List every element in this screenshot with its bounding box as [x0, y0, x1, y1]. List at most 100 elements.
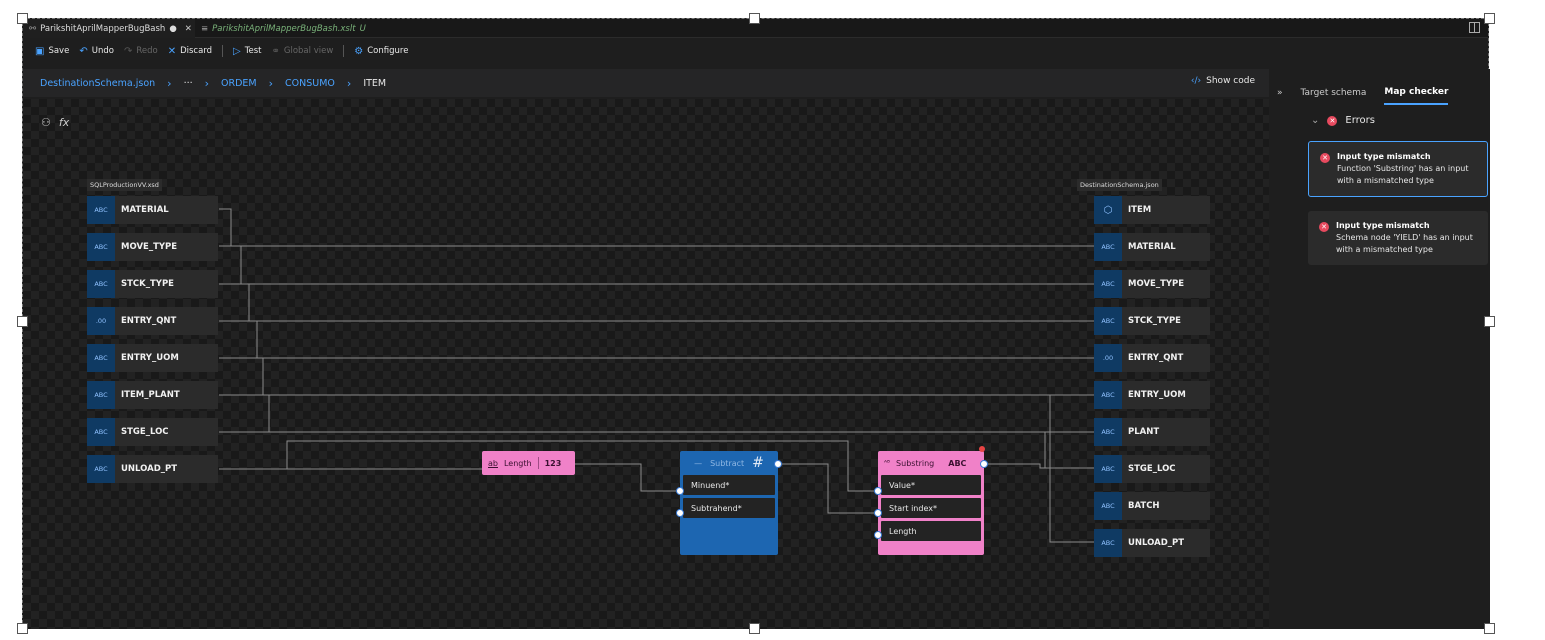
split-editor-icon[interactable]	[1469, 22, 1480, 33]
error-icon: ✕	[1319, 222, 1329, 232]
error-message: Schema node 'YIELD' has an input with a …	[1336, 233, 1473, 254]
tab-bar: ⚯ ParikshitAprilMapperBugBash ● ✕ ≡ Pari…	[23, 19, 1488, 38]
map-checker-panel: » Target schema Map checker ⌄ ✕ Errors ✕…	[1269, 69, 1490, 629]
show-code-button[interactable]: ‹/› Show code	[1191, 76, 1255, 86]
type-badge: ABC	[87, 455, 115, 483]
test-label: Test	[244, 46, 262, 56]
tab-mapper[interactable]: ⚯ ParikshitAprilMapperBugBash ● ✕	[23, 19, 195, 38]
errors-label: Errors	[1345, 115, 1375, 126]
breadcrumb-overflow[interactable]: ···	[183, 77, 193, 89]
type-badge: ABC	[1094, 492, 1122, 520]
resize-handle[interactable]	[749, 623, 760, 634]
type-badge: ABC	[1094, 381, 1122, 409]
redo-icon: ↷	[123, 45, 133, 57]
error-card[interactable]: ✕ Input type mismatch Function 'Substrin…	[1308, 141, 1488, 197]
close-icon[interactable]: ✕	[184, 23, 192, 34]
input-port[interactable]: Value*	[881, 475, 981, 495]
test-button[interactable]: ▷Test	[233, 46, 261, 57]
function-header: — Subtract #	[680, 451, 778, 475]
show-code-label: Show code	[1206, 76, 1255, 86]
tab-label: ParikshitAprilMapperBugBash.xslt	[212, 23, 356, 34]
schema-icon[interactable]: ⚇	[41, 116, 51, 129]
resize-handle[interactable]	[17, 13, 28, 24]
input-handle[interactable]	[874, 531, 882, 539]
type-badge: .00	[1094, 344, 1122, 372]
input-port[interactable]: Length	[881, 521, 981, 541]
code-icon: ‹/›	[1190, 76, 1202, 86]
type-badge: ABC	[1094, 307, 1122, 335]
input-handle[interactable]	[676, 509, 684, 517]
wire	[219, 357, 1094, 396]
save-button[interactable]: ▣Save	[35, 46, 69, 57]
error-card[interactable]: ✕ Input type mismatch Schema node 'YIELD…	[1308, 211, 1488, 265]
object-icon: ⬡	[1094, 196, 1122, 224]
wire	[219, 283, 1094, 322]
breadcrumb: DestinationSchema.json › ··· › ORDEM › C…	[23, 69, 1269, 97]
resize-handle[interactable]	[1484, 316, 1495, 327]
node-label: MOVE_TYPE	[1128, 279, 1185, 289]
input-port[interactable]: Subtrahend*	[683, 498, 775, 518]
output-handle[interactable]	[980, 460, 988, 468]
resize-handle[interactable]	[1484, 13, 1495, 24]
function-icon[interactable]: fx	[58, 116, 70, 129]
node-label: STGE_LOC	[1128, 464, 1176, 474]
wire	[219, 394, 1094, 433]
global-view-button[interactable]: ⚭Global view	[272, 46, 334, 57]
resize-handle[interactable]	[1484, 623, 1495, 634]
discard-button[interactable]: ✕Discard	[168, 46, 212, 57]
node-label: MOVE_TYPE	[121, 242, 178, 252]
errors-section-header[interactable]: ⌄ ✕ Errors	[1311, 115, 1375, 126]
node-label: ENTRY_UOM	[121, 353, 179, 363]
configure-button[interactable]: ⚙Configure	[354, 46, 408, 57]
tab-map-checker[interactable]: Map checker	[1384, 87, 1449, 105]
output-type: 123	[544, 458, 562, 468]
chevron-right-icon: ›	[268, 76, 274, 90]
output-handle[interactable]	[774, 460, 782, 468]
discard-label: Discard	[180, 46, 213, 56]
collapse-panel-icon[interactable]: »	[1277, 88, 1283, 98]
tab-xslt[interactable]: ≡ ParikshitAprilMapperBugBash.xslt U	[195, 19, 372, 38]
input-handle[interactable]	[676, 487, 684, 495]
redo-button[interactable]: ↷Redo	[124, 46, 158, 57]
undo-button[interactable]: ↶Undo	[79, 46, 114, 57]
node-label: ITEM	[1128, 205, 1152, 215]
breadcrumb-item[interactable]: CONSUMO	[285, 77, 335, 89]
input-handle[interactable]	[874, 509, 882, 517]
resize-handle[interactable]	[17, 623, 28, 634]
tab-target-schema[interactable]: Target schema	[1300, 88, 1367, 98]
input-port[interactable]: Start index*	[881, 498, 981, 518]
resize-handle[interactable]	[749, 13, 760, 24]
resize-handle[interactable]	[17, 316, 28, 327]
function-length[interactable]: ab Length 123	[482, 451, 575, 475]
target-root-node[interactable]: ⬡ ITEM	[1094, 196, 1210, 224]
input-port[interactable]: Minuend*	[683, 475, 775, 495]
input-handle[interactable]	[874, 487, 882, 495]
function-subtract[interactable]: — Subtract # Minuend* Subtrahend*	[680, 451, 778, 555]
function-substring[interactable]: ᴬᴮ Substring ABC Value* Start index* Len…	[878, 451, 984, 555]
breadcrumb-item[interactable]: ORDEM	[221, 77, 257, 89]
breadcrumb-item[interactable]: DestinationSchema.json	[40, 77, 156, 89]
node-label: STCK_TYPE	[121, 279, 174, 289]
node-label: MATERIAL	[121, 205, 169, 215]
target-schema-title: DestinationSchema.json	[1077, 179, 1162, 191]
breadcrumb-current: ITEM	[363, 77, 387, 89]
length-icon: ab	[488, 458, 498, 468]
